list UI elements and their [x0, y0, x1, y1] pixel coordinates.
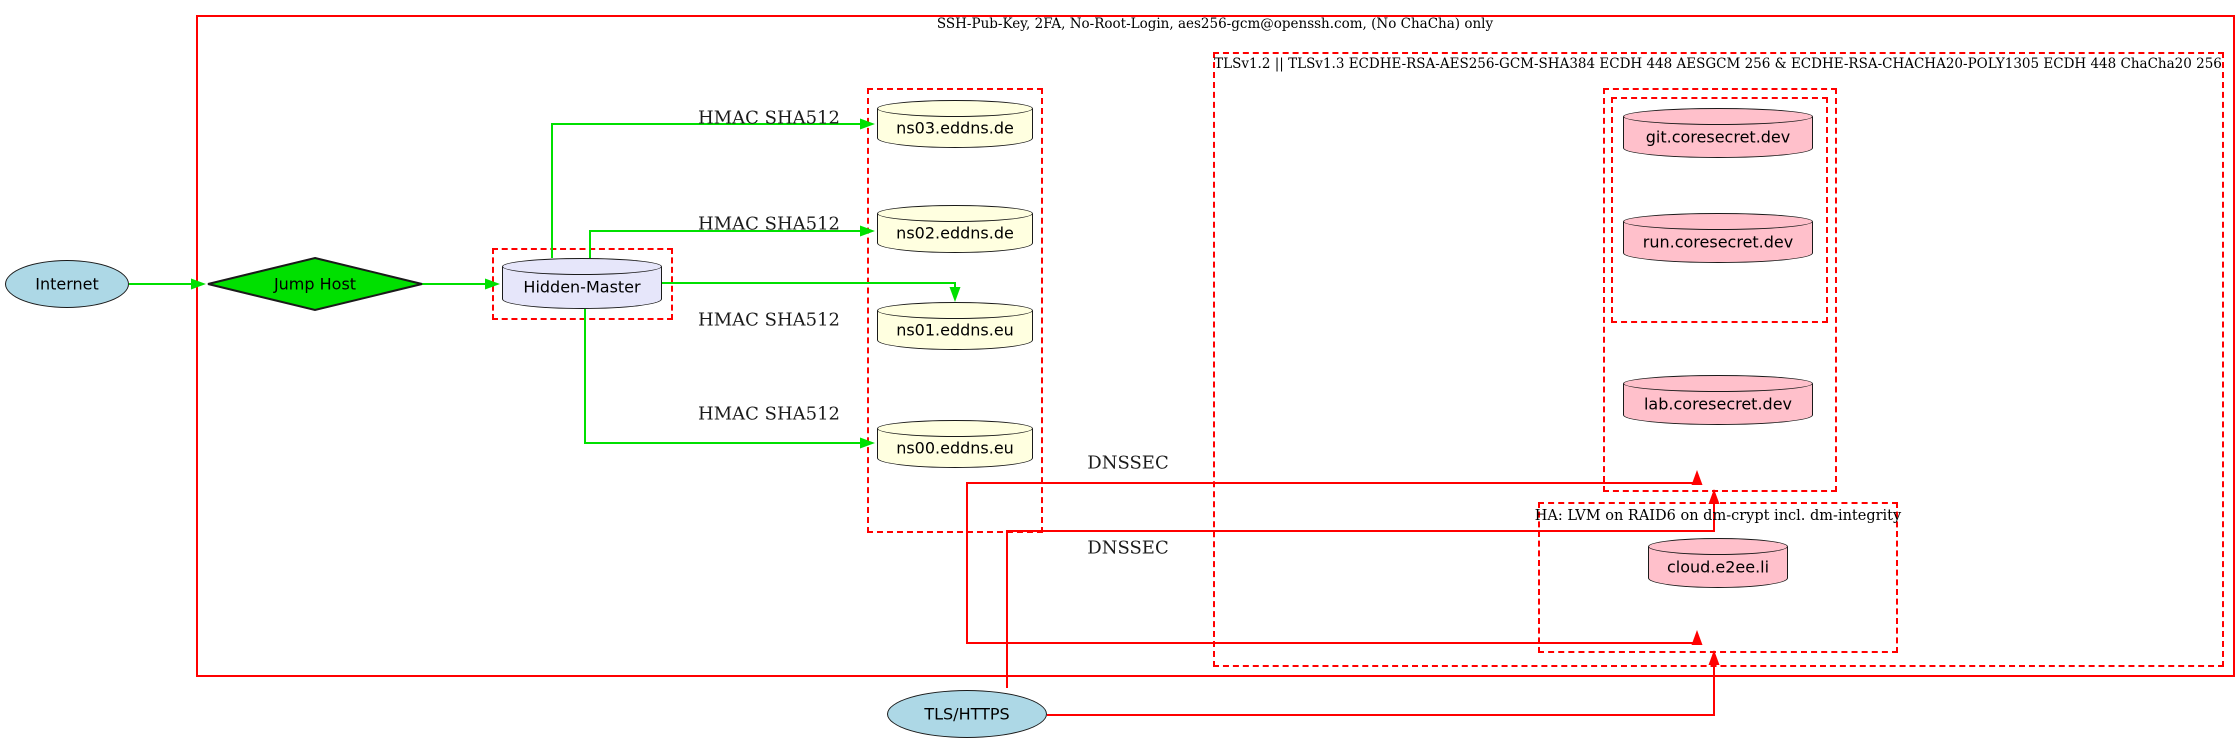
ns01-node: [877, 302, 1033, 350]
cluster-dns-box: [867, 88, 1043, 533]
ns01-label: ns01.eddns.eu: [896, 320, 1014, 340]
arrow-dnssec-ha: [1691, 630, 1703, 645]
arrow-master-ns00: [860, 437, 875, 449]
edge-master-ns03: [551, 123, 860, 258]
arrow-dnssec-coresecret: [1691, 470, 1703, 485]
internet-label: Internet: [35, 274, 99, 294]
arrow-tls-ha: [1708, 650, 1720, 665]
ns00-label: ns00.eddns.eu: [896, 438, 1014, 458]
ns02-cylinder-top: [877, 205, 1033, 222]
hidden-master-label: Hidden-Master: [523, 277, 641, 297]
cloud-label: cloud.e2ee.li: [1666, 557, 1770, 577]
arrow-master-ns01: [949, 287, 961, 302]
edge-label-hmac-ns01: HMAC SHA512: [697, 309, 841, 331]
arrow-jumphost-master: [485, 278, 500, 290]
edge-tls-coresecret: [1006, 502, 1715, 688]
git-label: git.coresecret.dev: [1645, 127, 1791, 147]
lab-cylinder-top: [1623, 375, 1813, 392]
edge-master-ns02: [589, 230, 860, 258]
internet-node: [5, 260, 129, 308]
lab-label: lab.coresecret.dev: [1643, 394, 1793, 414]
ns03-label: ns03.eddns.de: [896, 118, 1014, 138]
ns03-node: [877, 100, 1033, 148]
cluster-ssh-label: SSH-Pub-Key, 2FA, No-Root-Login, aes256-…: [936, 16, 1494, 32]
edge-label-dnssec-bottom: DNSSEC: [1087, 537, 1169, 559]
cluster-ssh-box: [196, 15, 2235, 677]
edge-label-hmac-ns00: HMAC SHA512: [697, 403, 841, 425]
arrow-master-ns02: [860, 225, 875, 237]
cloud-node: [1648, 538, 1788, 588]
tls-https-label: TLS/HTTPS: [924, 704, 1010, 724]
tls-https-node: [887, 690, 1047, 738]
edge-tls-ha: [1047, 663, 1715, 716]
ns03-cylinder-top: [877, 100, 1033, 117]
arrow-master-ns03: [860, 118, 875, 130]
git-cylinder-top: [1623, 108, 1813, 125]
cluster-coresecret-box: [1603, 88, 1837, 492]
lab-node: [1623, 375, 1813, 425]
cluster-tls-box: [1213, 52, 2224, 667]
hidden-master-cylinder-top: [502, 258, 662, 275]
ns02-label: ns02.eddns.de: [896, 223, 1014, 243]
run-label: run.coresecret.dev: [1642, 232, 1794, 252]
jump-host-diamond: [207, 256, 423, 312]
run-cylinder-top: [1623, 213, 1813, 230]
arrow-tls-coresecret: [1708, 489, 1720, 504]
edge-label-dnssec-top: DNSSEC: [1087, 452, 1169, 474]
git-node: [1623, 108, 1813, 158]
arrow-internet-jumphost: [191, 278, 206, 290]
cluster-tls-label: TLSv1.2 || TLSv1.3 ECDHE-RSA-AES256-GCM-…: [1214, 56, 2222, 72]
ns00-cylinder-top: [877, 420, 1033, 437]
ns01-cylinder-top: [877, 302, 1033, 319]
hidden-master-node: [502, 258, 662, 309]
edge-master-ns01: [662, 282, 956, 288]
edge-label-hmac-ns02: HMAC SHA512: [697, 213, 841, 235]
edge-dnssec-coresecret: [966, 482, 1697, 644]
cluster-ha-label: HA: LVM on RAID6 on dm-crypt incl. dm-in…: [1534, 508, 1902, 524]
jump-host-label: Jump Host: [273, 274, 357, 294]
ns00-node: [877, 420, 1033, 468]
cluster-gitrun-box: [1611, 97, 1828, 323]
edge-label-hmac-ns03: HMAC SHA512: [697, 107, 841, 129]
edge-master-ns00: [584, 309, 860, 444]
cloud-cylinder-top: [1648, 538, 1788, 555]
run-node: [1623, 213, 1813, 263]
ns02-node: [877, 205, 1033, 253]
